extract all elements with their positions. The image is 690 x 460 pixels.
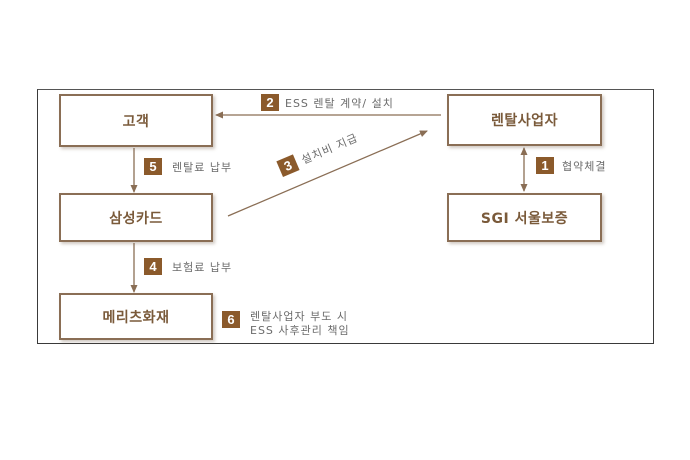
step-2-badge: 2 (261, 94, 279, 111)
node-samsung-card-label: 삼성카드 (109, 210, 163, 227)
step-2-label: ESS 렌탈 계약/ 설치 (285, 97, 394, 110)
node-customer: 고객 (59, 94, 213, 147)
step-6-label-line2: ESS 사후관리 책임 (250, 324, 350, 337)
node-rental-company: 렌탈사업자 (447, 94, 602, 146)
node-meritz-label: 메리츠화재 (102, 309, 170, 326)
step-4-badge: 4 (144, 258, 162, 275)
node-sgi-label: SGI 서울보증 (480, 210, 569, 227)
step-1-label: 협약체결 (562, 160, 607, 173)
step-5-badge: 5 (144, 158, 162, 175)
node-meritz: 메리츠화재 (59, 293, 213, 340)
node-samsung-card: 삼성카드 (59, 193, 213, 242)
step-4-label: 보험료 납부 (172, 261, 233, 274)
arrow-step-3 (227, 130, 428, 217)
step-5-label: 렌탈료 납부 (172, 161, 233, 174)
node-sgi: SGI 서울보증 (447, 193, 602, 242)
node-rental-company-label: 렌탈사업자 (491, 113, 558, 129)
node-customer-label: 고객 (122, 113, 150, 130)
step-6-badge: 6 (222, 311, 240, 328)
step-6-label-line1: 렌탈사업자 부도 시 (250, 310, 348, 323)
step-1-badge: 1 (536, 157, 554, 174)
